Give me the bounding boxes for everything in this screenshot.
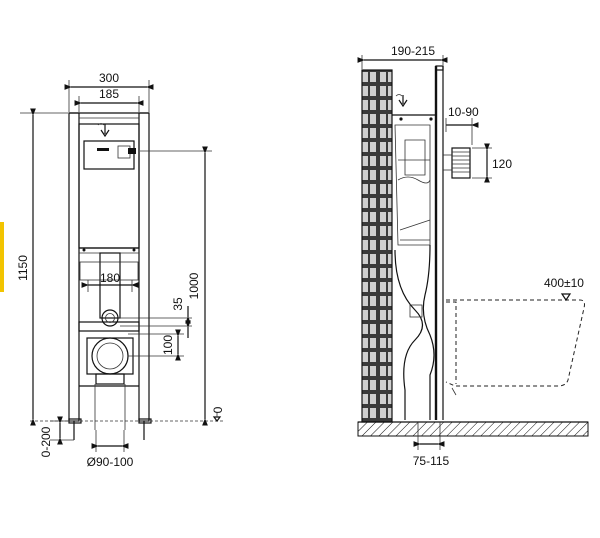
dim-width-inner: 185 (99, 87, 119, 101)
dim-height-total: 1150 (16, 255, 30, 281)
floor-level-label: 0 (211, 406, 225, 413)
flush-bend (394, 249, 424, 420)
side-view: 190-215 10-90 120 400±10 75-115 (357, 44, 589, 468)
edge-accent (0, 222, 4, 292)
flush-opening (83, 140, 135, 170)
level-marker-icon (560, 293, 572, 302)
dim-drain-diameter: Ø90-100 (87, 455, 134, 469)
dim-inlet-offset: 10-90 (448, 105, 479, 119)
dim-floor-offset: 75-115 (413, 454, 450, 468)
level-marker-icon (212, 412, 222, 422)
frame-right-post (138, 112, 150, 422)
frame-left-post (68, 112, 80, 422)
dim-offset-drain: 100 (161, 335, 175, 355)
floor-section (357, 421, 589, 437)
water-inlet-icon (97, 123, 110, 138)
cistern (78, 123, 140, 249)
dim-offset-small: 35 (171, 297, 185, 311)
dim-width-total: 300 (99, 71, 119, 85)
inlet-connector (451, 147, 471, 179)
dim-depth: 190-215 (391, 44, 435, 58)
drain-outlet (86, 337, 134, 385)
lower-crossbar (78, 321, 140, 332)
dim-bowl-height: 400±10 (544, 276, 584, 290)
toilet-bowl-outline (445, 299, 585, 387)
dim-leg-adjust: 0-200 (39, 426, 53, 457)
front-view: 300 185 1150 1000 0 180 35 (16, 71, 225, 469)
brick-wall (361, 69, 393, 423)
dim-inlet-height: 120 (492, 157, 512, 171)
dim-height-flush: 1000 (187, 272, 201, 299)
dim-pipe-spacing: 180 (100, 271, 120, 285)
water-inlet-icon (395, 94, 408, 108)
